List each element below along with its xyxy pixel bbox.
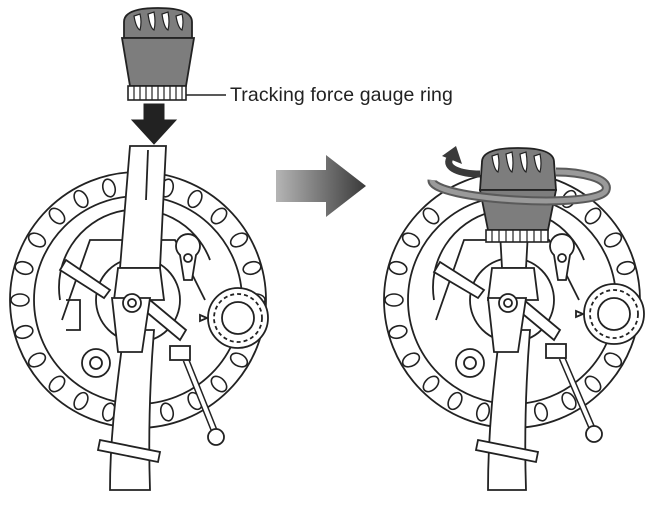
right-lift-lever — [545, 343, 603, 443]
left-tonearm — [58, 145, 188, 491]
right-antiskate-knob — [575, 283, 645, 345]
arrow-right-icon — [276, 155, 366, 217]
rotate-arrow-icon — [427, 146, 611, 206]
right-turntable-illustration — [383, 171, 645, 491]
left-turntable-illustration — [9, 145, 269, 491]
left-counterweight — [120, 7, 226, 101]
right-tonearm — [432, 231, 562, 491]
left-lift-lever — [169, 345, 225, 446]
tracking-force-gauge-ring-label: Tracking force gauge ring — [230, 84, 453, 106]
left-antiskate-knob — [199, 287, 269, 349]
arrow-down-icon — [130, 103, 178, 145]
